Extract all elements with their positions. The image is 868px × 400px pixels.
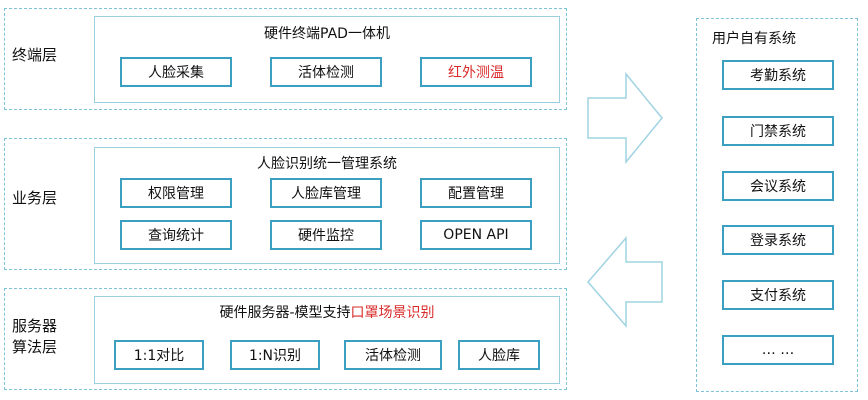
business-panel-title: 人脸识别统一管理系统 xyxy=(257,156,397,172)
terminal-box-liveness: 活体检测 xyxy=(270,57,382,87)
server-box-one-to-n: 1:N识别 xyxy=(230,340,320,370)
server-panel-title-prefix: 硬件服务器-模型支持 xyxy=(219,305,351,321)
business-box-face-library: 人脸库管理 xyxy=(270,178,382,208)
server-panel-title: 硬件服务器-模型支持口罩场景识别 xyxy=(94,302,560,322)
user-system-payment: 支付系统 xyxy=(722,280,834,310)
terminal-panel-title: 硬件终端PAD一体机 xyxy=(264,26,390,42)
server-layer-label-line1: 服务器 xyxy=(12,317,58,335)
server-layer xyxy=(4,288,567,390)
server-panel-title-highlight: 口罩场景识别 xyxy=(350,305,435,321)
user-system-attendance: 考勤系统 xyxy=(722,60,834,90)
user-system-meeting: 会议系统 xyxy=(722,171,834,201)
terminal-box-face-capture: 人脸采集 xyxy=(120,57,232,87)
server-box-face-library: 人脸库 xyxy=(458,340,540,370)
user-system-access-control: 门禁系统 xyxy=(722,116,834,146)
business-box-hardware-monitor: 硬件监控 xyxy=(270,220,382,250)
business-layer-label: 业务层 xyxy=(12,189,58,207)
server-layer-label-line2: 算法层 xyxy=(12,338,58,356)
user-systems-title: 用户自有系统 xyxy=(712,31,796,47)
business-box-open-api: OPEN API xyxy=(420,220,532,250)
server-box-liveness: 活体检测 xyxy=(344,340,442,370)
user-systems-panel xyxy=(696,18,858,392)
user-system-more: … … xyxy=(722,335,834,365)
business-box-config: 配置管理 xyxy=(420,178,532,208)
arrow-right-shape xyxy=(587,71,663,165)
arrow-left-shape xyxy=(587,235,663,329)
terminal-box-infrared-temp: 红外测温 xyxy=(420,57,532,87)
business-layer xyxy=(4,138,567,270)
user-system-login: 登录系统 xyxy=(722,225,834,255)
terminal-layer xyxy=(4,8,567,110)
server-box-one-to-one: 1:1对比 xyxy=(114,340,204,370)
server-layer-label: 服务器 算法层 xyxy=(12,316,57,358)
terminal-layer-label: 终端层 xyxy=(12,46,58,64)
business-box-query-stats: 查询统计 xyxy=(120,220,232,250)
business-box-permission: 权限管理 xyxy=(120,178,232,208)
